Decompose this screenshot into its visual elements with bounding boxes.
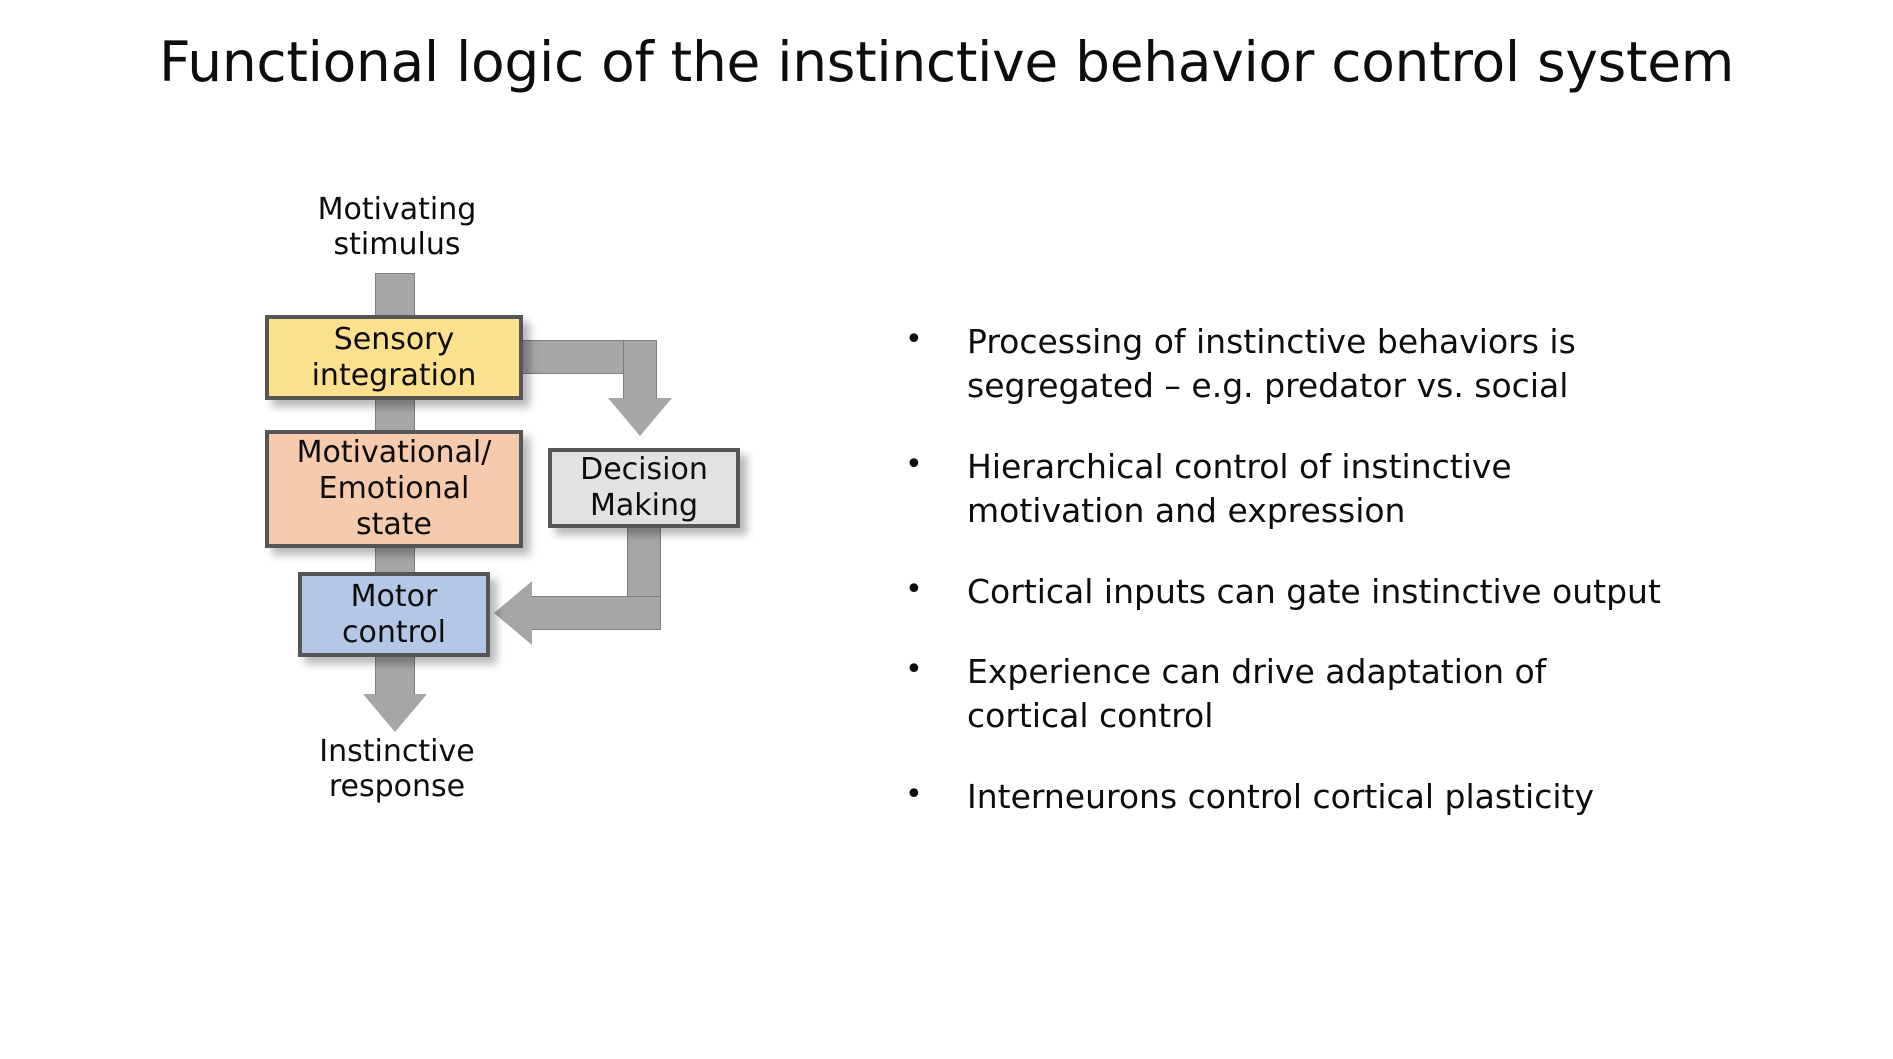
node-motivational-emotional-state-label: Motivational/ Emotional state: [296, 435, 492, 542]
connector-sensory-to-decision-vertical: [623, 340, 657, 402]
connector-motor-to-response: [375, 654, 415, 696]
bullet-text: Interneurons control cortical plasticity: [967, 777, 1594, 817]
bullet-marker-icon: •: [905, 571, 923, 607]
bullet-text: Hierarchical control of instinctive moti…: [967, 446, 1512, 530]
bullet-marker-icon: •: [905, 446, 923, 482]
node-motor-control[interactable]: Motor control: [298, 572, 490, 657]
connector-stimulus-to-sensory: [375, 273, 415, 318]
list-item: • Interneurons control cortical plastici…: [905, 775, 1665, 819]
node-decision-making[interactable]: Decision Making: [548, 448, 740, 528]
bullet-text: Cortical inputs can gate instinctive out…: [967, 571, 1661, 611]
node-sensory-integration[interactable]: Sensory integration: [265, 315, 523, 400]
connector-sensory-to-motivational: [375, 396, 415, 434]
arrowhead-motor-to-response: [363, 694, 427, 732]
node-decision-making-label: Decision Making: [580, 452, 708, 523]
list-item: • Cortical inputs can gate instinctive o…: [905, 570, 1665, 614]
list-item: • Processing of instinctive behaviors is…: [905, 320, 1665, 408]
list-item: • Experience can drive adaptation of cor…: [905, 650, 1665, 738]
input-label: Motivating stimulus: [317, 192, 477, 263]
arrowhead-decision-to-motor: [494, 581, 532, 645]
node-sensory-integration-label: Sensory integration: [311, 321, 477, 393]
output-label: Instinctive response: [319, 734, 475, 805]
bullet-marker-icon: •: [905, 652, 923, 688]
connector-decision-to-motor-horizontal: [531, 596, 661, 630]
arrowhead-sensory-to-decision: [608, 398, 672, 436]
bullet-list: • Processing of instinctive behaviors is…: [905, 320, 1665, 856]
node-motor-control-label: Motor control: [342, 578, 446, 650]
flowchart-diagram: Motivating stimulus Sensory integration …: [265, 192, 740, 805]
bullet-text: Experience can drive adaptation of corti…: [967, 652, 1547, 736]
list-item: • Hierarchical control of instinctive mo…: [905, 445, 1665, 533]
bullet-text: Processing of instinctive behaviors is s…: [967, 322, 1576, 405]
node-motivational-emotional-state[interactable]: Motivational/ Emotional state: [265, 430, 523, 548]
bullet-marker-icon: •: [905, 322, 923, 357]
bullet-marker-icon: •: [905, 777, 923, 813]
page-title: Functional logic of the instinctive beha…: [158, 30, 1735, 94]
